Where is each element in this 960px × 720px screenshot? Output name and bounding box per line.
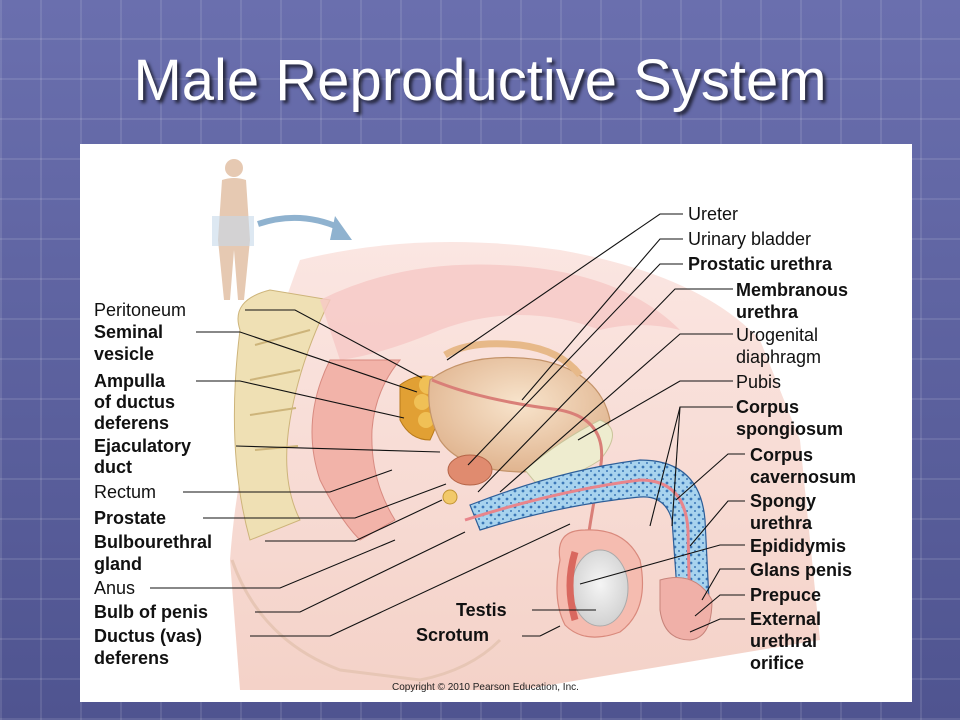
body-figure-icon <box>212 159 254 300</box>
spongy-urethra-organ <box>464 478 692 627</box>
label-anus: Anus <box>94 578 135 598</box>
label-scrotum: Scrotum <box>416 625 489 645</box>
label-external-3: orifice <box>750 653 804 673</box>
label-rectum: Rectum <box>94 482 156 502</box>
label-membranous-2: urethra <box>736 302 799 322</box>
label-ampulla-1: Ampulla <box>94 371 166 391</box>
buttock-outline <box>230 559 502 682</box>
label-spongy-1: Spongy <box>750 491 816 511</box>
label-prepuce: Prepuce <box>750 585 821 605</box>
label-bulb-of-penis: Bulb of penis <box>94 602 208 622</box>
scrotum-leader <box>522 625 561 637</box>
label-seminal-vesicle-1: Seminal <box>94 322 163 342</box>
slide-title: Male Reproductive System <box>133 48 827 113</box>
testis-organ <box>571 549 629 627</box>
seminal-vesicle-lobe <box>414 394 430 410</box>
label-cavernosum-2: cavernosum <box>750 467 856 487</box>
label-ejaculatory-1: Ejaculatory <box>94 436 191 456</box>
peritoneal-cavity <box>320 264 680 360</box>
label-spongiosum-2: spongiosum <box>736 419 843 439</box>
label-ductus-1: Ductus (vas) <box>94 626 202 646</box>
glans-penis-organ <box>659 577 713 641</box>
sacrum <box>233 289 331 541</box>
label-urogenital-2: diaphragm <box>736 347 821 367</box>
label-seminal-vesicle-2: vesicle <box>94 344 154 364</box>
right-leader-lines <box>446 213 745 633</box>
label-urinary-bladder: Urinary bladder <box>688 229 811 249</box>
label-spongiosum-1: Corpus <box>736 397 799 417</box>
label-ureter: Ureter <box>688 204 738 224</box>
ductus-deferens-organ <box>431 378 604 561</box>
label-ejaculatory-2: duct <box>94 457 132 477</box>
label-bulbourethral-1: Bulbourethral <box>94 532 212 552</box>
seminal-vesicle-lobe <box>418 412 434 428</box>
label-ampulla-3: deferens <box>94 413 169 433</box>
zoom-arrow-icon <box>257 214 342 231</box>
label-ampulla-2: of ductus <box>94 392 175 412</box>
label-glans-penis: Glans penis <box>750 560 852 580</box>
label-ductus-2: deferens <box>94 648 169 668</box>
label-urogenital-1: Urogenital <box>736 325 818 345</box>
label-prostatic-urethra: Prostatic urethra <box>688 254 833 274</box>
label-epididymis: Epididymis <box>750 536 846 556</box>
epididymis-organ <box>566 550 579 621</box>
label-peritoneum: Peritoneum <box>94 300 186 320</box>
sacrum-inner <box>249 329 311 451</box>
label-prostate: Prostate <box>94 508 166 528</box>
diagram-panel: Peritoneum Seminal vesicle Ampulla of du… <box>80 144 912 702</box>
bulbourethral-gland-organ <box>442 489 458 505</box>
label-bulbourethral-2: gland <box>94 554 142 574</box>
label-external-2: urethral <box>750 631 817 651</box>
label-cavernosum-1: Corpus <box>750 445 813 465</box>
zoom-arrowhead-icon <box>330 216 352 240</box>
label-external-1: External <box>750 609 821 629</box>
label-pubis: Pubis <box>736 372 781 392</box>
label-testis: Testis <box>456 600 507 620</box>
label-spongy-2: urethra <box>750 513 813 533</box>
left-leader-lines <box>150 309 571 637</box>
prostate-organ <box>447 454 493 486</box>
copyright-notice: Copyright © 2010 Pearson Education, Inc. <box>392 682 579 693</box>
anatomy-diagram: Peritoneum Seminal vesicle Ampulla of du… <box>94 159 856 693</box>
label-membranous-1: Membranous <box>736 280 848 300</box>
